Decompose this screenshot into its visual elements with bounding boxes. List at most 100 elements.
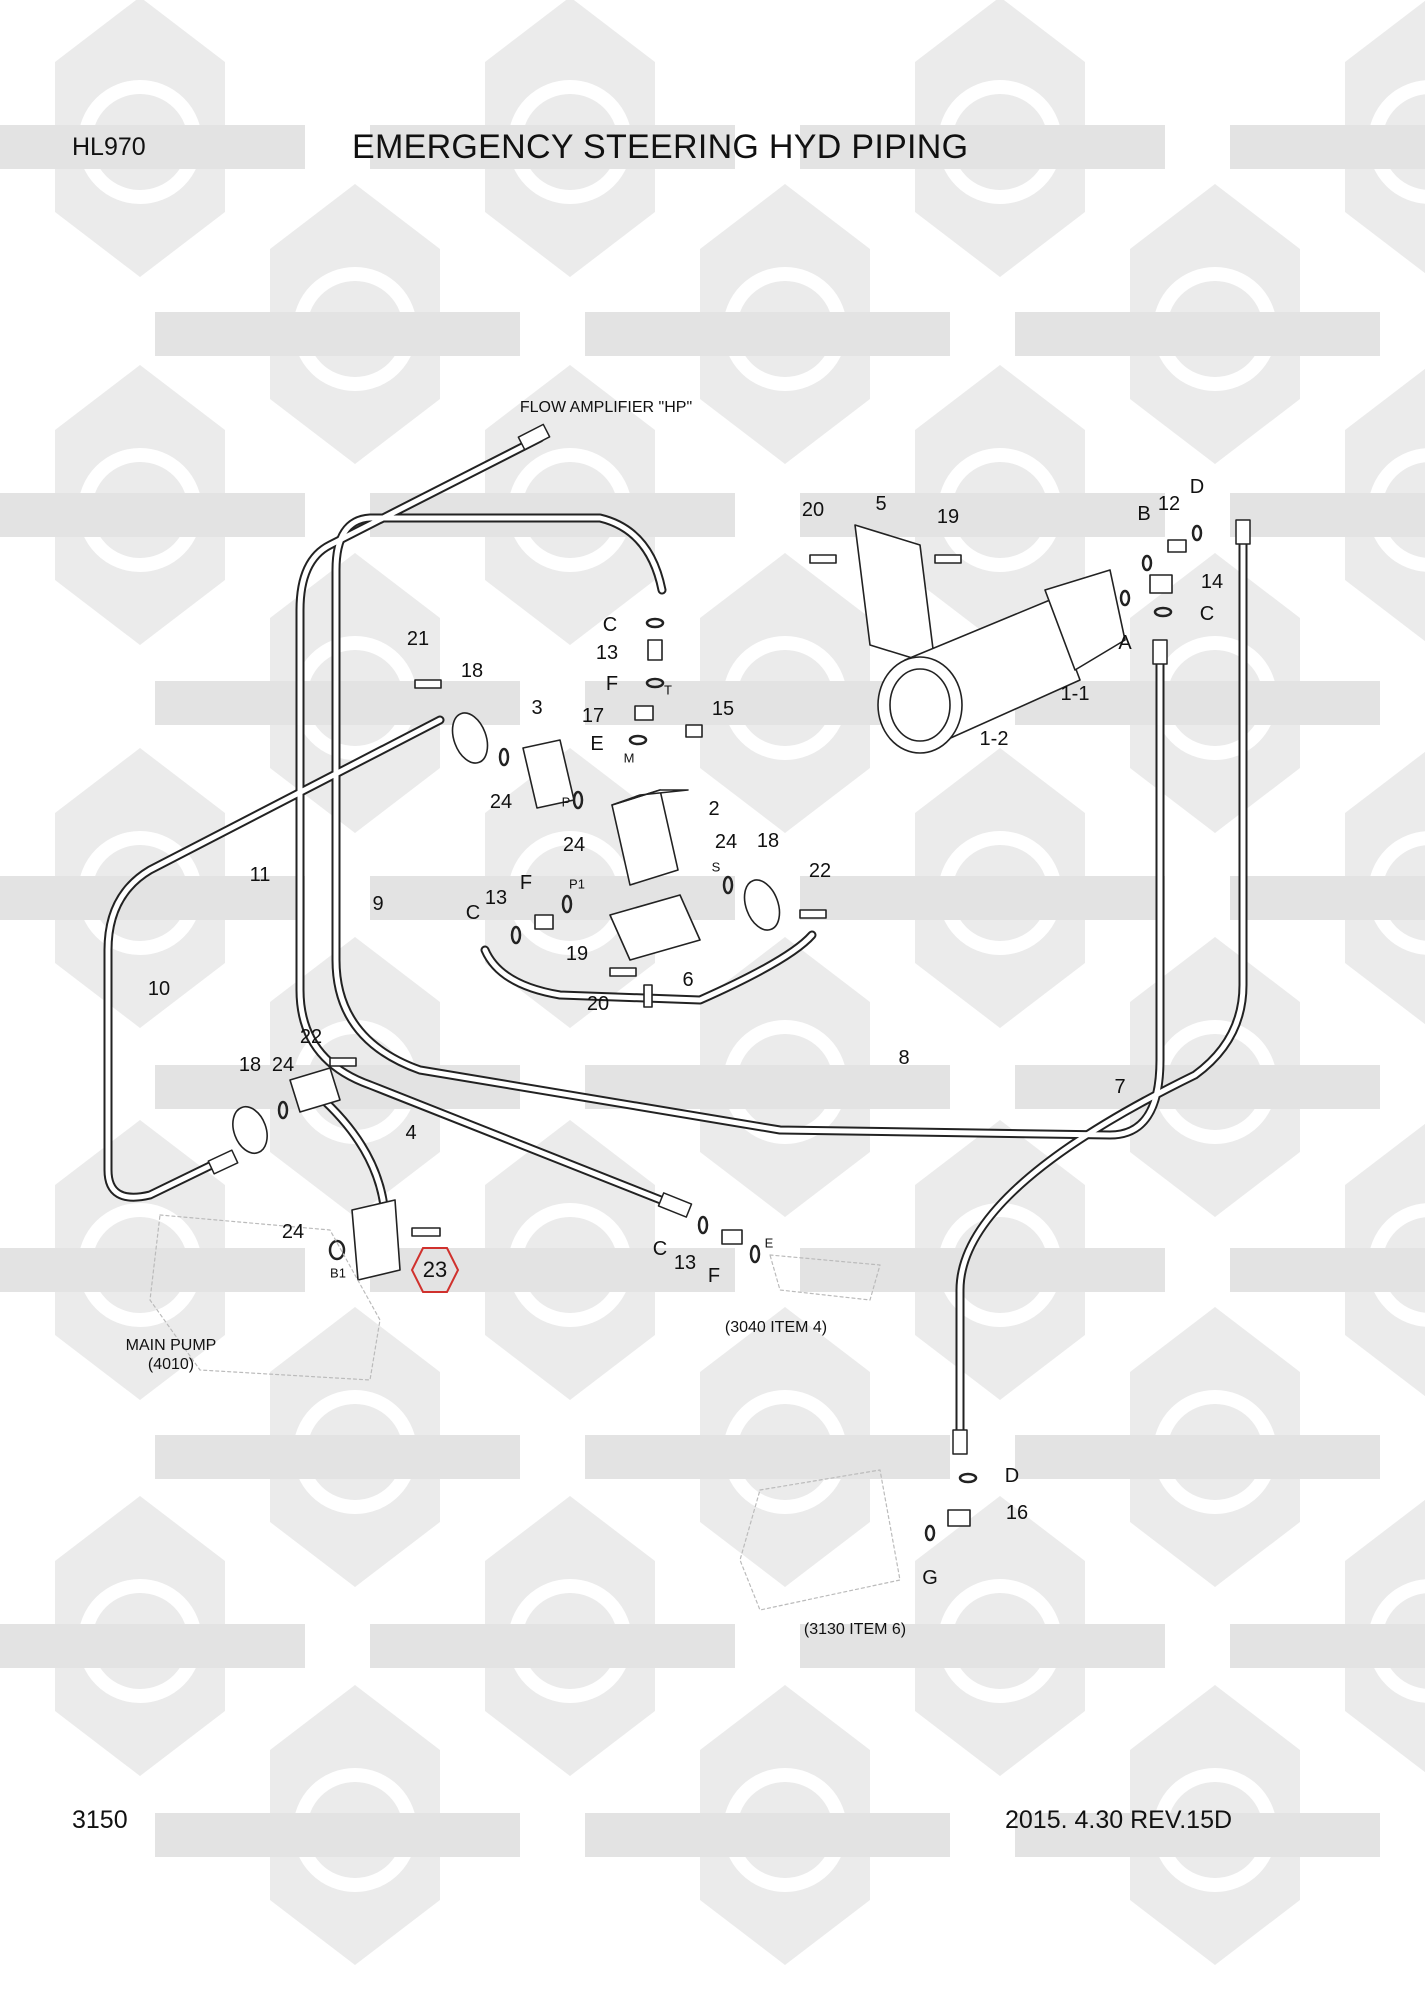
callout[interactable]: F [707, 1265, 721, 1287]
ref-3040-ghost [769, 1254, 881, 1301]
bolt-23 [411, 1227, 441, 1237]
callout[interactable]: 24 [562, 834, 586, 856]
watermark-logo [370, 0, 735, 277]
callout[interactable]: 1-1 [1060, 683, 1090, 705]
callout[interactable]: 14 [1200, 571, 1224, 593]
callout[interactable]: G [922, 1567, 938, 1589]
callout[interactable]: 24 [714, 831, 738, 853]
bolt-22b [329, 1057, 357, 1067]
watermark-logo [1230, 751, 1425, 1025]
page-title: EMERGENCY STEERING HYD PIPING [352, 128, 969, 166]
callout[interactable]: 13 [484, 887, 508, 909]
callout[interactable]: C [465, 902, 481, 924]
callout[interactable]: 22 [299, 1026, 323, 1048]
callout[interactable]: 11 [249, 864, 271, 886]
callout[interactable]: 15 [711, 698, 735, 720]
hexagon-highlight-icon [410, 1247, 460, 1293]
hose-end [657, 1192, 693, 1218]
bolt-22 [799, 909, 827, 919]
callout[interactable]: 22 [808, 860, 832, 882]
callout[interactable]: 18 [756, 830, 780, 852]
callout[interactable]: F [519, 872, 533, 894]
page-number: 3150 [72, 1806, 128, 1834]
callout[interactable]: 16 [1005, 1502, 1029, 1524]
main-pump-label: MAIN PUMP [125, 1337, 217, 1354]
callout[interactable]: 17 [581, 705, 605, 727]
pipe-10 [103, 715, 445, 1202]
callout[interactable]: D [1189, 476, 1205, 498]
watermark-logo [370, 1120, 735, 1400]
watermark-logo [585, 1685, 950, 1965]
watermark-logo [155, 1685, 520, 1965]
watermark-logo [800, 1496, 1165, 1776]
watermark-logo [0, 365, 305, 645]
callout[interactable]: 19 [936, 506, 960, 528]
callout[interactable]: 5 [875, 493, 887, 515]
callout[interactable]: 2 [708, 798, 720, 820]
watermark-logo [0, 1120, 305, 1400]
callout[interactable]: C [1199, 603, 1215, 625]
callout[interactable]: 18 [238, 1054, 262, 1076]
watermark-logo [1015, 184, 1380, 464]
callout[interactable]: 18 [460, 660, 484, 682]
fitting-13 [647, 639, 663, 661]
elbow-14 [1149, 574, 1173, 594]
callout[interactable]: 19 [565, 943, 589, 965]
callout[interactable]: A [1118, 632, 1132, 654]
watermark-logo [585, 1307, 950, 1587]
fitting-15 [685, 724, 703, 738]
fitting-12 [1167, 539, 1187, 553]
watermark-logo [800, 365, 1165, 645]
callout[interactable]: C [652, 1238, 668, 1260]
watermark-logo [585, 184, 950, 464]
highlighted-callout-23[interactable]: 23 [410, 1246, 460, 1294]
callout[interactable]: C [602, 614, 618, 636]
callout[interactable]: 13 [595, 642, 619, 664]
callout[interactable]: 6 [682, 969, 694, 991]
callout[interactable]: E [590, 733, 604, 755]
watermark-logo [800, 748, 1165, 1028]
bolt-20b [643, 984, 653, 1008]
callout[interactable]: 3 [531, 697, 543, 719]
port-label: S [711, 859, 721, 875]
callout[interactable]: 13 [673, 1252, 697, 1274]
callout[interactable]: F [605, 673, 619, 695]
valve-block-2 [611, 789, 679, 886]
callout[interactable]: 20 [586, 993, 610, 1015]
callout[interactable]: B [1137, 503, 1151, 525]
callout[interactable]: 20 [801, 499, 825, 521]
callout[interactable]: 10 [147, 978, 171, 1000]
ref-3130-label: (3130 ITEM 6) [803, 1621, 907, 1638]
watermark-logo [800, 0, 1165, 277]
bolt-21 [414, 679, 442, 689]
callout[interactable]: 7 [1114, 1076, 1126, 1098]
callout[interactable]: 9 [372, 893, 384, 915]
callout[interactable]: 12 [1157, 493, 1181, 515]
hose-end [517, 423, 551, 451]
bracket-6 [609, 894, 701, 961]
fitting-13 [534, 914, 554, 930]
o-rings [277, 524, 1203, 1542]
port-label: E [764, 1235, 774, 1251]
hose-end [952, 1429, 968, 1455]
pump-head [1044, 569, 1126, 671]
callout[interactable]: 24 [281, 1221, 305, 1243]
watermark-logo [1015, 1685, 1380, 1965]
ref-3130-ghost [739, 1469, 901, 1611]
callout[interactable]: 8 [898, 1047, 910, 1069]
split-flange-18 [232, 1105, 268, 1155]
hose-end [1152, 639, 1168, 665]
callout[interactable]: D [1004, 1465, 1020, 1487]
callout[interactable]: 24 [489, 791, 513, 813]
callout[interactable]: 24 [271, 1054, 295, 1076]
port-label: B1 [330, 1265, 346, 1281]
ref-3040-label: (3040 ITEM 4) [724, 1319, 828, 1336]
watermark-logo [0, 0, 305, 277]
split-flange-18 [743, 879, 781, 931]
fitting-13 [721, 1229, 743, 1245]
callout[interactable]: 21 [406, 628, 430, 650]
callout[interactable]: 4 [405, 1122, 417, 1144]
watermark-logo [1230, 0, 1425, 274]
callout[interactable]: 1-2 [979, 728, 1009, 750]
